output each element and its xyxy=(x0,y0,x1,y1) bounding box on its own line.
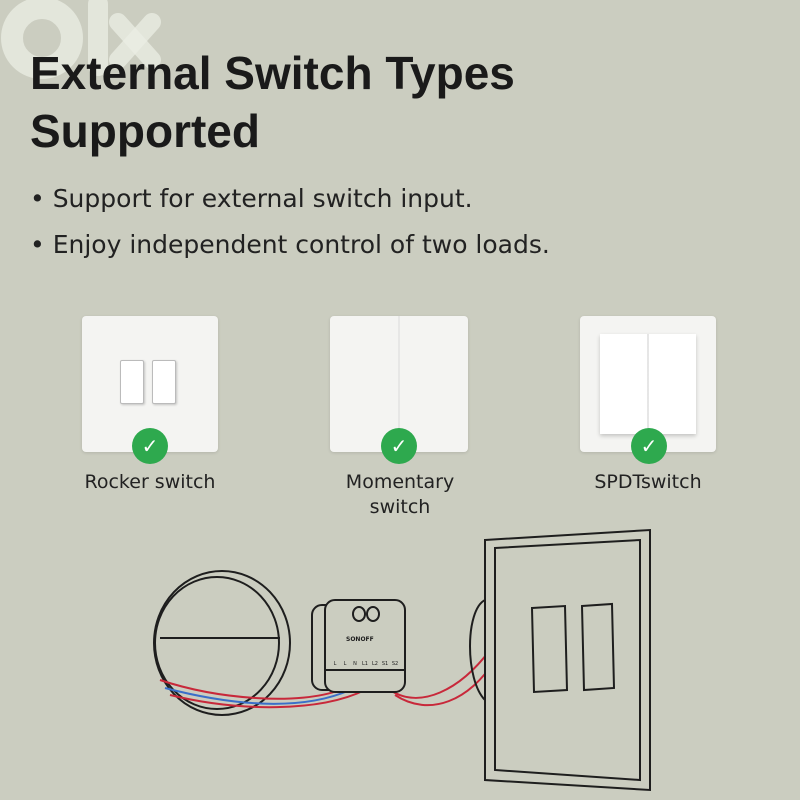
terminal-label: L xyxy=(343,661,347,667)
terminal-label: L xyxy=(333,661,337,667)
wall-switch-illustration xyxy=(469,528,651,792)
terminal-label: L1 xyxy=(362,661,368,667)
module-brand: SONOFF xyxy=(346,636,374,643)
check-icon: ✓ xyxy=(132,428,168,464)
feature-list: • Support for external switch input. • E… xyxy=(30,176,550,268)
spdt-switch-image xyxy=(580,316,716,452)
bullet-item: • Enjoy independent control of two loads… xyxy=(30,230,550,259)
check-icon: ✓ xyxy=(631,428,667,464)
switch-label: Momentary switch xyxy=(345,471,455,518)
terminal-label: N xyxy=(353,661,357,667)
switch-label: Rocker switch xyxy=(84,471,216,493)
bullet-item: • Support for external switch input. xyxy=(30,184,473,213)
junction-box-illustration xyxy=(153,570,291,716)
sonoff-module xyxy=(311,599,406,693)
check-icon: ✓ xyxy=(381,428,417,464)
terminal-label: S2 xyxy=(391,661,399,667)
terminal-label: L2 xyxy=(372,661,378,667)
watermark-logo xyxy=(1,0,161,79)
terminal-label: S1 xyxy=(381,661,389,667)
switch-label: SPDTswitch xyxy=(594,471,702,493)
